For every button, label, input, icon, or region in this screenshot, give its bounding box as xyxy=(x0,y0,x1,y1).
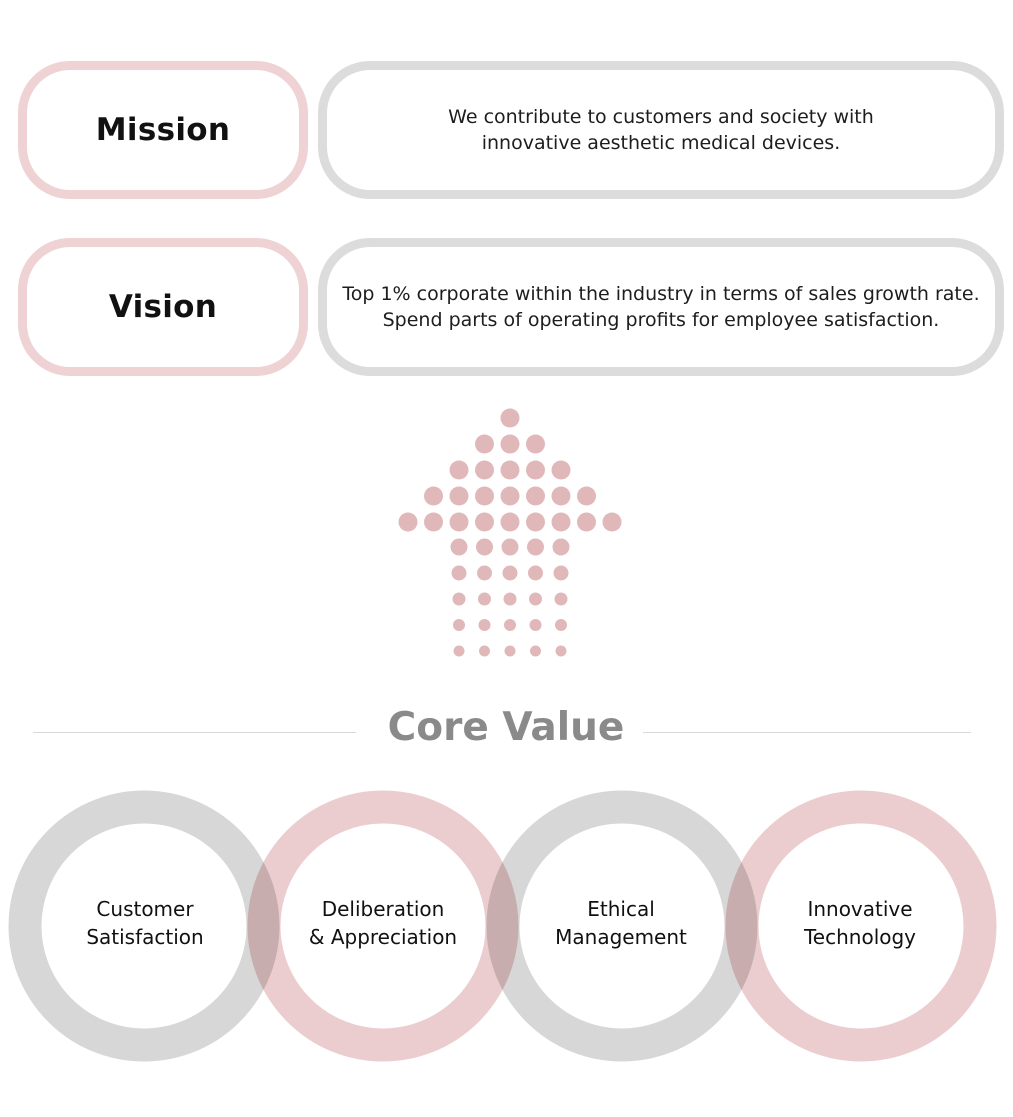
divider-right xyxy=(643,732,971,733)
arrow-dot xyxy=(552,538,570,556)
arrow-dot xyxy=(504,619,516,631)
arrow-dot xyxy=(526,486,545,506)
dotted-up-arrow-icon xyxy=(398,408,622,657)
arrow-dot xyxy=(502,565,518,581)
arrow-dot xyxy=(577,486,596,506)
arrow-dot xyxy=(500,512,520,532)
arrow-dot xyxy=(551,512,571,532)
vision-statement-box: Top 1% corporate within the industry in … xyxy=(318,238,1004,376)
mission-label-box: Mission xyxy=(18,61,308,199)
arrow-dot xyxy=(554,592,568,606)
arrow-dot xyxy=(449,486,469,506)
arrow-dot xyxy=(451,565,467,581)
core-value-4-line-1: Innovative xyxy=(807,897,913,921)
arrow-dot xyxy=(424,512,443,532)
core-value-2-line-2: & Appreciation xyxy=(308,925,458,949)
arrow-dot xyxy=(527,538,544,556)
arrow-dot xyxy=(501,538,519,556)
arrow-dot xyxy=(529,619,542,631)
mission-line-2: innovative aesthetic medical devices. xyxy=(481,132,841,154)
arrow-dot xyxy=(526,512,545,532)
vision-line-2: Spend parts of operating profits for emp… xyxy=(382,309,940,331)
divider-left xyxy=(33,732,356,733)
arrow-dot xyxy=(555,619,567,631)
core-value-3-line-1: Ethical xyxy=(587,897,655,921)
core-value-1-line-2: Satisfaction xyxy=(86,925,204,949)
core-value-rings xyxy=(8,790,997,1062)
arrow-dot xyxy=(526,460,545,480)
arrow-dot xyxy=(500,460,520,480)
vision-statement: Top 1% corporate within the industry in … xyxy=(342,281,979,333)
arrow-dot xyxy=(551,460,571,480)
arrow-dot xyxy=(529,592,542,606)
mission-statement-box: We contribute to customers and society w… xyxy=(318,61,1004,199)
arrow-dot xyxy=(500,486,520,506)
arrow-dot xyxy=(528,565,543,581)
arrow-dot xyxy=(602,512,622,532)
arrow-dot xyxy=(530,645,541,657)
core-value-label-ethical-management: Ethical Management xyxy=(521,895,721,951)
arrow-dot xyxy=(577,512,596,532)
vision-label-box: Vision xyxy=(18,238,308,376)
core-value-label-customer-satisfaction: Customer Satisfaction xyxy=(45,895,245,951)
mission-title: Mission xyxy=(95,112,231,148)
vision-line-1: Top 1% corporate within the industry in … xyxy=(342,283,980,305)
arrow-dot xyxy=(478,619,491,631)
arrow-dot xyxy=(477,565,492,581)
core-value-3-line-2: Management xyxy=(555,925,687,949)
arrow-dot xyxy=(449,460,469,480)
core-value-ring-4 xyxy=(725,790,997,1062)
arrow-dot xyxy=(453,645,465,657)
arrow-dot xyxy=(475,486,494,506)
arrow-dot xyxy=(398,512,418,532)
mission-line-1: We contribute to customers and society w… xyxy=(448,106,874,128)
arrow-dot xyxy=(555,645,567,657)
vision-title: Vision xyxy=(108,289,218,325)
arrow-dot xyxy=(479,645,490,657)
arrow-dot xyxy=(424,486,443,506)
core-value-title: Core Value xyxy=(387,705,625,750)
core-value-2-line-1: Deliberation xyxy=(321,897,445,921)
arrow-dot xyxy=(475,512,494,532)
arrow-dot xyxy=(452,592,466,606)
arrow-dot xyxy=(475,434,494,454)
arrow-dot xyxy=(476,538,493,556)
arrow-dot xyxy=(449,512,469,532)
arrow-dot xyxy=(551,486,571,506)
arrow-dot xyxy=(500,434,520,454)
arrow-dot xyxy=(526,434,545,454)
arrow-dot xyxy=(553,565,569,581)
mission-statement: We contribute to customers and society w… xyxy=(448,104,874,156)
core-value-label-innovative-technology: Innovative Technology xyxy=(760,895,960,951)
arrow-dot xyxy=(475,460,494,480)
arrow-dot xyxy=(504,645,516,657)
arrow-dot xyxy=(503,592,517,606)
core-value-label-deliberation-appreciation: Deliberation & Appreciation xyxy=(283,895,483,951)
core-value-4-line-2: Technology xyxy=(803,925,917,949)
core-value-1-line-1: Customer xyxy=(96,897,194,921)
arrow-dot xyxy=(500,408,520,428)
arrow-dot xyxy=(478,592,491,606)
arrow-dot xyxy=(450,538,468,556)
arrow-dot xyxy=(453,619,465,631)
